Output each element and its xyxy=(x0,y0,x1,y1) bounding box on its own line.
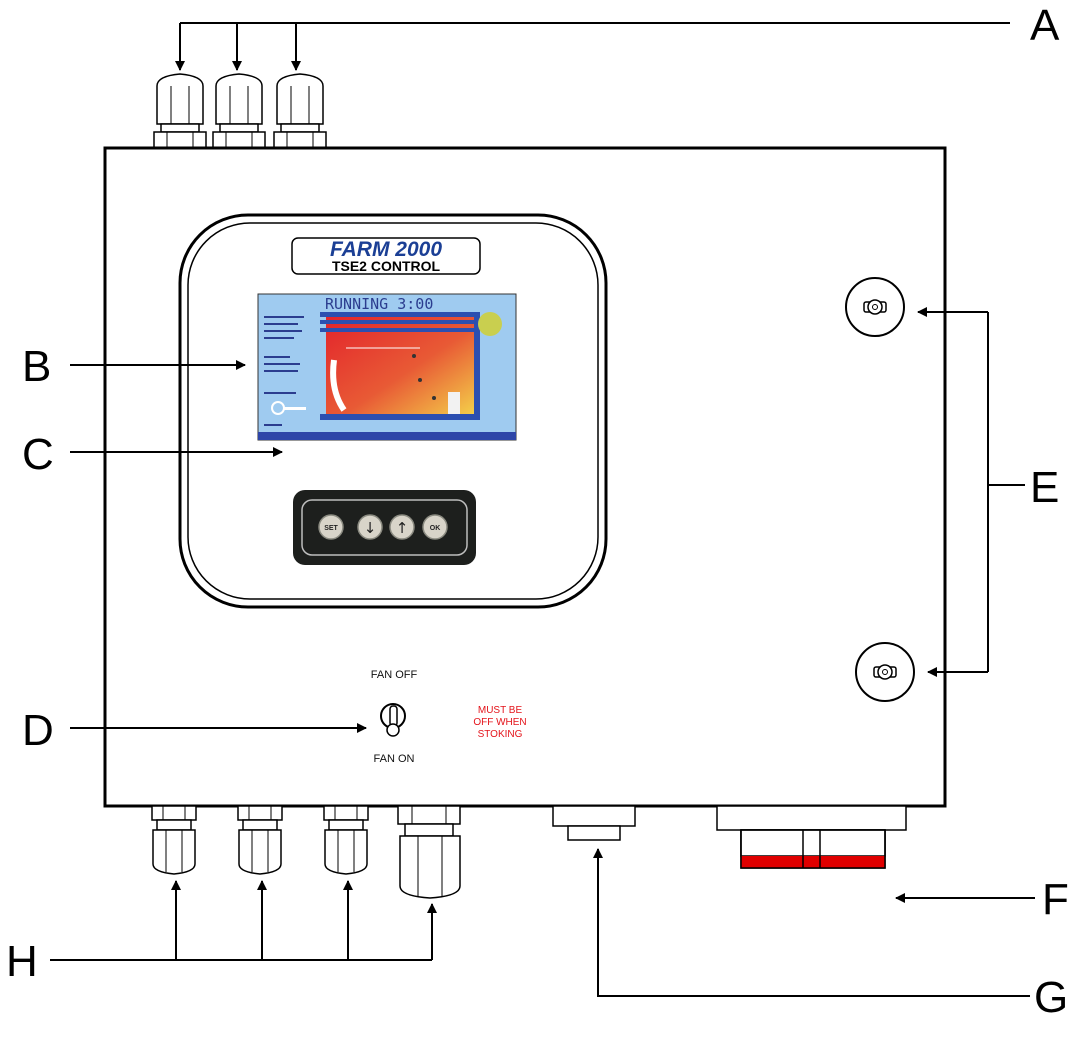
set-button-label: SET xyxy=(324,525,338,532)
callout-e: E xyxy=(1030,463,1059,512)
fan-unit xyxy=(716,805,907,869)
cable-gland-top-1 xyxy=(153,73,207,149)
red-flap-band xyxy=(741,856,885,868)
down-button[interactable]: ↓ xyxy=(357,514,383,540)
door-lock-bottom[interactable] xyxy=(855,642,915,702)
screen-status-text: RUNNING 3:00 xyxy=(325,295,433,313)
callout-f: F xyxy=(1042,875,1069,924)
cable-gland-bottom-1 xyxy=(151,805,197,875)
up-button[interactable]: ↑ xyxy=(389,514,415,540)
brand-logo-text: FARM 2000 xyxy=(330,238,442,261)
keypad: SET ↓ ↑ OK xyxy=(293,490,476,565)
callout-g: G xyxy=(1034,973,1068,1022)
callout-d: D xyxy=(22,706,54,755)
leader-line-g xyxy=(593,848,1030,997)
lcd-screen: RUNNING 3:00 xyxy=(257,293,517,441)
fan-off-label: FAN OFF xyxy=(371,669,418,681)
leader-line-e xyxy=(917,307,1025,677)
model-label: TSE2 CONTROL xyxy=(332,258,441,274)
stove-graphic xyxy=(320,312,502,420)
callout-c: C xyxy=(22,430,54,479)
warning-line-3: STOKING xyxy=(478,729,523,740)
cable-gland-bottom-2 xyxy=(237,805,283,875)
screen-status-bar xyxy=(258,432,516,440)
warning-line-1: MUST BE xyxy=(478,705,523,716)
bottom-connector xyxy=(552,805,636,841)
cable-gland-top-2 xyxy=(212,73,266,149)
stoking-warning: MUST BE OFF WHEN STOKING xyxy=(473,705,526,740)
cable-gland-top-3 xyxy=(273,73,327,149)
down-arrow-icon: ↓ xyxy=(364,519,377,537)
set-button[interactable]: SET xyxy=(318,514,344,540)
logo-plate: FARM 2000 TSE2 CONTROL xyxy=(291,237,481,275)
fan-toggle-switch[interactable] xyxy=(380,703,406,737)
bottom-cable-glands xyxy=(151,805,461,899)
warning-line-2: OFF WHEN xyxy=(473,717,526,728)
callout-h: H xyxy=(6,937,38,986)
fan-on-label: FAN ON xyxy=(374,753,415,765)
callout-a: A xyxy=(1030,1,1060,50)
leader-line-a xyxy=(175,22,1010,71)
cable-gland-bottom-3 xyxy=(323,805,369,875)
ok-button[interactable]: OK xyxy=(422,514,448,540)
screen-side-readouts xyxy=(264,316,306,426)
leader-line-h xyxy=(50,880,437,961)
callout-b: B xyxy=(22,342,51,391)
top-cable-glands xyxy=(153,73,327,149)
ok-button-label: OK xyxy=(430,525,441,532)
cable-gland-bottom-4 xyxy=(397,805,461,899)
up-arrow-icon: ↑ xyxy=(396,519,409,537)
door-lock-top[interactable] xyxy=(845,277,905,337)
